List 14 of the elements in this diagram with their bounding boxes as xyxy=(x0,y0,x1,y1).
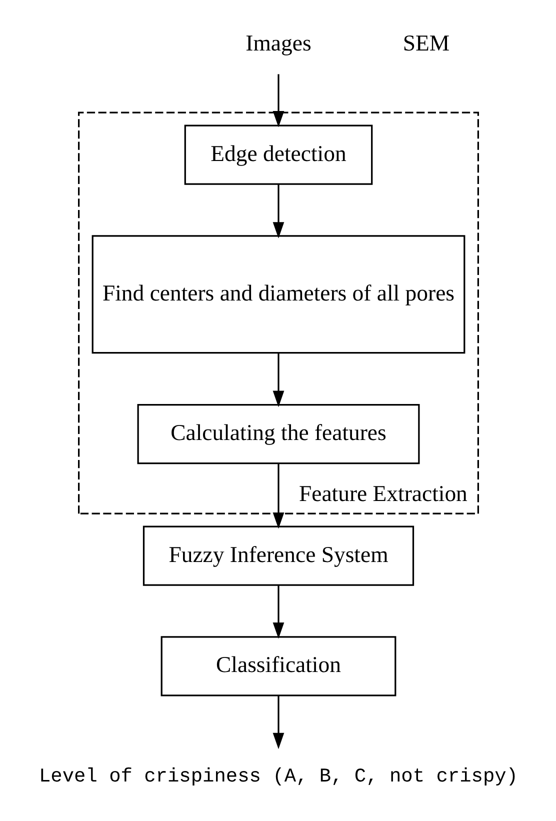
arrow xyxy=(272,353,284,408)
arrow xyxy=(272,586,284,639)
node-box: Calculating the features xyxy=(136,404,420,464)
label: SEM xyxy=(402,30,450,56)
arrow xyxy=(272,464,284,529)
node-box: Fuzzy Inference System xyxy=(142,526,414,586)
arrow xyxy=(272,696,284,750)
arrow xyxy=(272,184,284,238)
node-box: Find centers and diameters of all pores xyxy=(91,235,465,354)
node-text: Level of crispiness (A, B, C, not crispy) xyxy=(38,766,518,788)
node-box: Classification xyxy=(160,636,396,696)
node-text: Images xyxy=(245,30,311,56)
node-box: Edge detection xyxy=(184,124,372,185)
arrow xyxy=(272,74,284,128)
